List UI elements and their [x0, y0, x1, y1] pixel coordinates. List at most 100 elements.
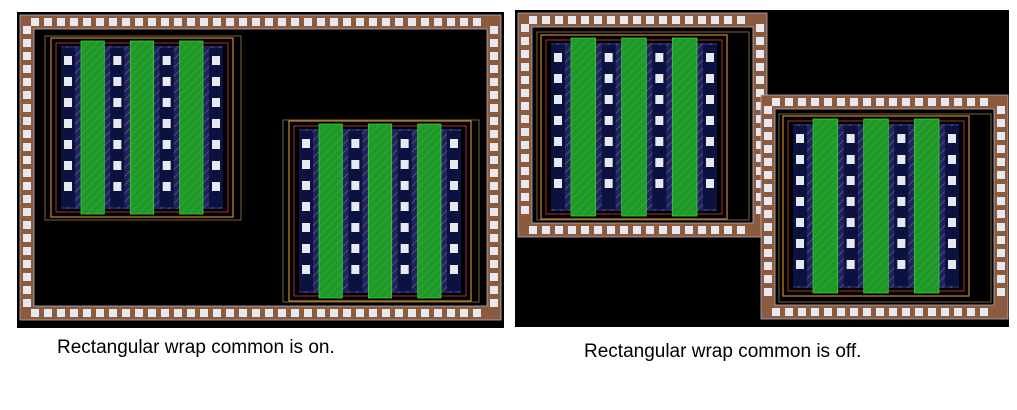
contact-column: [652, 45, 667, 209]
ring-contact: [473, 309, 481, 317]
ring-contact: [685, 16, 693, 24]
diffusion-contact: [846, 197, 855, 206]
diffusion-contact: [302, 244, 310, 253]
ring-contact: [23, 52, 31, 60]
layout-panel-wrap-off[interactable]: [515, 10, 1009, 327]
device-right: [782, 115, 970, 297]
ring-contact: [764, 223, 772, 231]
ring-contact: [200, 309, 208, 317]
ring-contact: [876, 308, 884, 316]
device-left: [540, 34, 728, 220]
diffusion-contact: [897, 197, 906, 206]
ring-contact: [902, 98, 910, 106]
ring-contact: [997, 288, 1005, 296]
ring-contact: [304, 18, 312, 26]
diffusion-contact: [400, 265, 409, 274]
ring-contact: [756, 89, 764, 97]
ring-contact: [57, 309, 65, 317]
ring-contact: [756, 180, 764, 188]
ring-contact: [70, 309, 78, 317]
device-left-boundary: [536, 31, 750, 221]
ring-contact: [161, 18, 169, 26]
ring-contact: [889, 308, 897, 316]
ring-contact: [876, 98, 884, 106]
ring-contact: [764, 132, 772, 140]
ring-contact: [239, 309, 247, 317]
ring-contact: [711, 226, 719, 234]
diffusion-contact: [162, 56, 171, 65]
ring-contact: [434, 309, 442, 317]
ring-contact: [490, 26, 498, 34]
ring-contact: [490, 234, 498, 242]
ring-contact: [23, 234, 31, 242]
layout-panel-wrap-on[interactable]: [17, 12, 504, 328]
poly-gate-hatch: [81, 41, 105, 214]
ring-contact: [997, 119, 1005, 127]
ring-contact: [764, 145, 772, 153]
ring-contact: [542, 226, 550, 234]
ring-contact: [490, 156, 498, 164]
ring-contact: [928, 98, 936, 106]
device-bottom-right-boundary: [282, 119, 480, 303]
device-top-left-boundary: [44, 35, 242, 221]
diffusion-contact: [400, 223, 409, 232]
ring-contact: [997, 236, 1005, 244]
ring-contact: [737, 226, 745, 234]
ring-contact: [490, 39, 498, 47]
ring-contact: [304, 309, 312, 317]
diffusion-contact: [64, 56, 72, 65]
ring-contact: [122, 18, 130, 26]
ring-contact: [756, 50, 764, 58]
ring-contact: [57, 18, 65, 26]
diffusion-contact: [162, 98, 171, 107]
ring-contact: [607, 16, 615, 24]
ring-contact: [447, 309, 455, 317]
ring-contact: [23, 195, 31, 203]
ring-contact: [997, 275, 1005, 283]
diffusion-contact: [846, 155, 855, 164]
ring-contact: [135, 309, 143, 317]
ring-contact: [44, 309, 52, 317]
ring-contact: [382, 18, 390, 26]
ring-contact: [521, 193, 529, 201]
diffusion-contact: [554, 74, 562, 83]
poly-gate-hatch: [130, 41, 154, 214]
poly-gate-hatch: [368, 124, 392, 298]
ring-contact: [174, 18, 182, 26]
guard-ring-right-inner-edge: [774, 108, 995, 306]
diffusion-contact: [113, 56, 122, 65]
diffusion-contact: [655, 95, 664, 104]
ring-contact: [521, 206, 529, 214]
contact-column: [703, 45, 717, 209]
ring-contact: [521, 63, 529, 71]
ring-contact: [31, 309, 39, 317]
ring-contact: [772, 98, 780, 106]
diffusion-contact: [450, 181, 458, 190]
diffusion-contact: [351, 181, 360, 190]
ring-contact: [581, 226, 589, 234]
ring-contact: [633, 16, 641, 24]
poly-gate-hatch: [417, 124, 441, 298]
ring-contact: [521, 76, 529, 84]
ring-contact: [555, 226, 563, 234]
ring-contact: [764, 210, 772, 218]
ring-contact: [954, 308, 962, 316]
layout-canvas-wrap-on: [19, 14, 502, 321]
ring-contact: [23, 39, 31, 47]
ring-contact: [23, 221, 31, 229]
ring-contact: [135, 18, 143, 26]
poly-gate-edge: [671, 37, 698, 217]
ring-contact: [23, 169, 31, 177]
ring-contact: [685, 226, 693, 234]
ring-contact: [811, 98, 819, 106]
ring-contact: [594, 226, 602, 234]
diffusion-contact: [351, 265, 360, 274]
diffusion-contact: [64, 98, 72, 107]
diffusion-contact: [604, 179, 613, 188]
ring-contact: [252, 18, 260, 26]
ring-contact: [737, 16, 745, 24]
ring-contact: [756, 76, 764, 84]
ring-contact: [343, 309, 351, 317]
diffusion-contact: [554, 116, 562, 125]
ring-contact: [161, 309, 169, 317]
